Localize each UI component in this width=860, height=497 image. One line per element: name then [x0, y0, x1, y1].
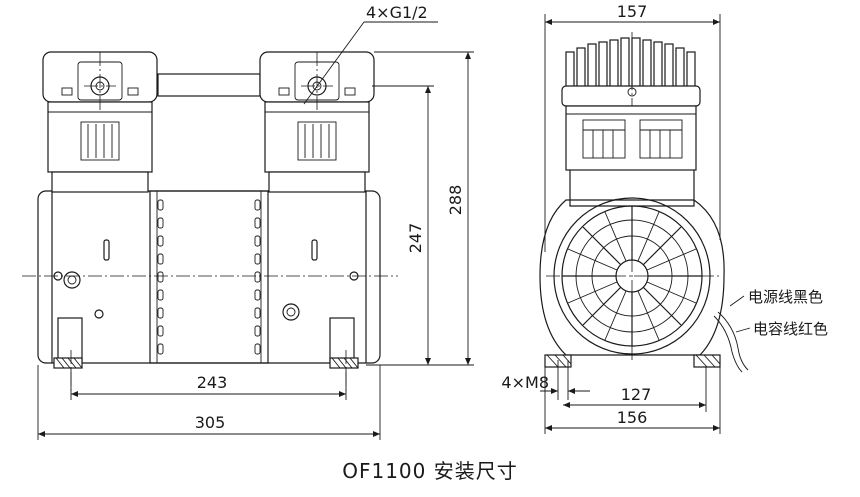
right-cylinder-head — [259, 51, 375, 193]
motor-body — [37, 190, 381, 364]
mount-holes-label: 4×M8 — [501, 373, 549, 392]
dim-243: 243 — [197, 373, 228, 392]
vent-slots-right — [254, 199, 261, 355]
capacitor-cable-label: 电容线红色 — [753, 320, 828, 338]
power-cable-label: 电源线黑色 — [748, 288, 823, 306]
vent-slots-left — [157, 199, 164, 355]
ports-label: 4×G1/2 — [366, 3, 428, 22]
front-view: 157 — [501, 2, 828, 434]
connecting-tube — [157, 73, 261, 97]
dim-247: 247 — [406, 223, 425, 254]
drawing-title: OF1100 安装尺寸 — [342, 459, 518, 483]
feet-right — [329, 317, 359, 392]
center-band — [149, 190, 269, 364]
left-cylinder-head — [42, 51, 158, 193]
cooling-fins — [565, 37, 696, 89]
side-view: 4×G1/2 247 288 243 305 — [22, 3, 474, 440]
dim-157: 157 — [617, 2, 648, 21]
dim-288: 288 — [446, 185, 465, 216]
dim-127: 127 — [621, 385, 652, 404]
feet-left — [53, 317, 83, 392]
dim-305: 305 — [195, 413, 226, 432]
dim-156: 156 — [617, 408, 648, 427]
